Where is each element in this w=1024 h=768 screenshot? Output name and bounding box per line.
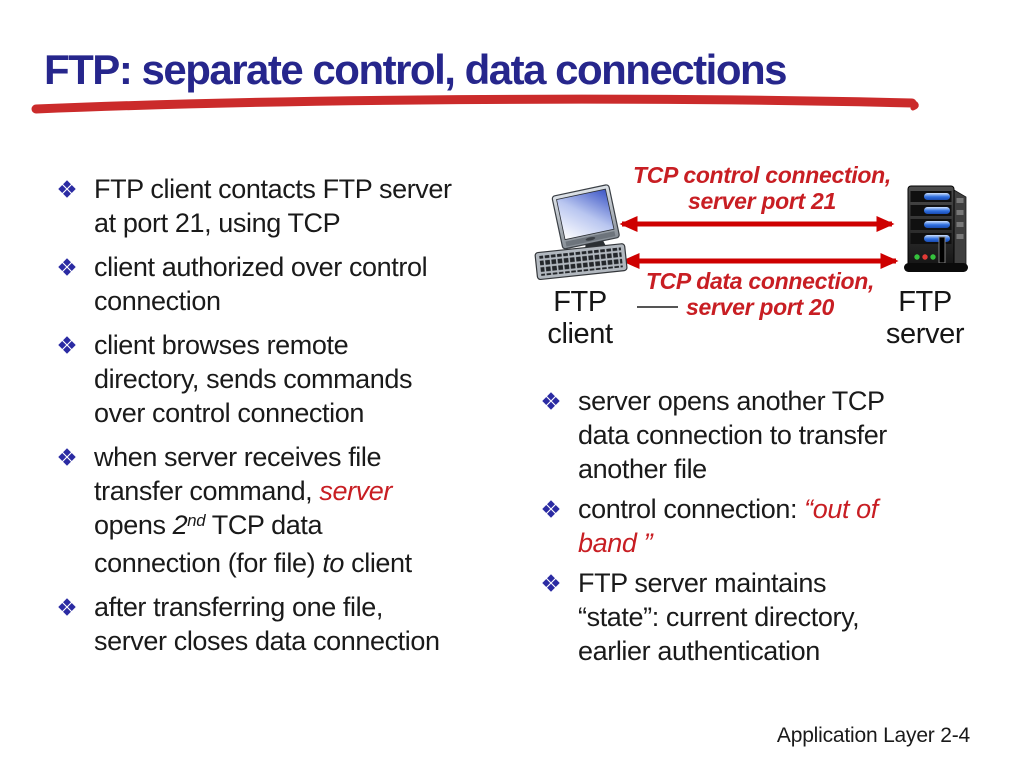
diamond-cluster-icon bbox=[58, 180, 76, 198]
bullet-line: server closes data connection bbox=[94, 626, 440, 656]
server-icon bbox=[904, 185, 968, 272]
ftp-client-label-line2: client bbox=[547, 318, 613, 350]
bullet-diamond bbox=[48, 336, 94, 359]
computer-icon bbox=[534, 184, 628, 281]
bullet-item: after transferring one file, server close… bbox=[48, 590, 528, 658]
ftp-server-label-line1: FTP bbox=[898, 286, 952, 318]
bullet-line: at port 21, using TCP bbox=[94, 208, 341, 238]
bullet-item: server opens another TCP data connection … bbox=[532, 384, 1012, 486]
data-connection-label: TCP data connection, server port 20 bbox=[595, 268, 925, 320]
bullet-line: another file bbox=[578, 454, 707, 484]
bullet-text: client browses remote directory, sends co… bbox=[94, 328, 528, 430]
data-connection-label-line2: server port 20 bbox=[686, 294, 834, 320]
bullet-line: control connection: “out of bbox=[578, 494, 878, 524]
bullet-line: directory, sends commands bbox=[94, 364, 413, 394]
right-bullet-list: server opens another TCP data connection … bbox=[532, 384, 1012, 674]
title-underline-stroke bbox=[31, 94, 919, 114]
diamond-cluster-icon bbox=[58, 598, 76, 616]
bullet-item: when server receives file transfer comman… bbox=[48, 440, 528, 580]
bullet-line: transfer command, server bbox=[94, 476, 393, 506]
bullet-item: control connection: “out of band ” bbox=[532, 492, 1012, 560]
ftp-diagram bbox=[534, 184, 968, 308]
bullet-line: “state”: current directory, bbox=[578, 602, 860, 632]
bullet-diamond bbox=[48, 180, 94, 203]
ftp-server-label: FTP server bbox=[860, 286, 990, 350]
bullet-diamond bbox=[532, 392, 578, 415]
bullet-line: FTP client contacts FTP server bbox=[94, 174, 452, 204]
bullet-item: FTP server maintains “state”: current dir… bbox=[532, 566, 1012, 668]
bullet-item: client authorized over control connection bbox=[48, 250, 528, 318]
bullet-line: data connection to transfer bbox=[578, 420, 887, 450]
diamond-cluster-icon bbox=[58, 336, 76, 354]
bullet-diamond bbox=[532, 500, 578, 523]
bullet-line: client authorized over control bbox=[94, 252, 428, 282]
bullet-text: client authorized over control connection bbox=[94, 250, 528, 318]
diamond-cluster-icon bbox=[58, 258, 76, 276]
bullet-item: client browses remote directory, sends co… bbox=[48, 328, 528, 430]
bullet-line: client browses remote bbox=[94, 330, 349, 360]
footer-page-label: Application Layer 2-4 bbox=[776, 724, 970, 747]
ftp-client-label: FTP client bbox=[515, 286, 645, 350]
data-connection-label-line1: TCP data connection, bbox=[645, 268, 875, 294]
bullet-line: earlier authentication bbox=[578, 636, 820, 666]
bullet-text: FTP client contacts FTP server at port 21… bbox=[94, 172, 528, 240]
bullet-line: connection (for file) to client bbox=[94, 548, 412, 578]
bullet-line: FTP server maintains bbox=[578, 568, 827, 598]
diamond-cluster-icon bbox=[542, 574, 560, 592]
control-connection-label: TCP control connection, server port 21 bbox=[597, 162, 927, 214]
bullet-line: band ” bbox=[578, 528, 653, 558]
bullet-diamond bbox=[48, 448, 94, 471]
diamond-cluster-icon bbox=[542, 500, 560, 518]
ftp-server-label-line2: server bbox=[885, 318, 965, 350]
bullet-line: when server receives file bbox=[94, 442, 382, 472]
bullet-item: FTP client contacts FTP server at port 21… bbox=[48, 172, 528, 240]
bullet-text: server opens another TCP data connection … bbox=[578, 384, 1012, 486]
bullet-line: server opens another TCP bbox=[578, 386, 885, 416]
bullet-diamond bbox=[48, 598, 94, 621]
bullet-text: control connection: “out of band ” bbox=[578, 492, 1012, 560]
left-bullet-list: FTP client contacts FTP server at port 21… bbox=[48, 172, 528, 668]
bullet-text: FTP server maintains “state”: current dir… bbox=[578, 566, 1012, 668]
bullet-diamond bbox=[532, 574, 578, 597]
bullet-line: opens 2nd TCP data bbox=[94, 510, 323, 540]
bullet-text: after transferring one file, server close… bbox=[94, 590, 528, 658]
bullet-line: over control connection bbox=[94, 398, 364, 428]
ftp-client-label-line1: FTP bbox=[553, 286, 607, 318]
control-connection-label-line1: TCP control connection, bbox=[632, 162, 892, 188]
bullet-text: when server receives file transfer comman… bbox=[94, 440, 528, 580]
diamond-cluster-icon bbox=[58, 448, 76, 466]
bullet-line: after transferring one file, bbox=[94, 592, 383, 622]
control-connection-label-line2: server port 21 bbox=[688, 188, 836, 214]
bullet-line: connection bbox=[94, 286, 221, 316]
slide-title: FTP: separate control, data connections bbox=[44, 46, 787, 93]
diamond-cluster-icon bbox=[542, 392, 560, 410]
bullet-diamond bbox=[48, 258, 94, 281]
